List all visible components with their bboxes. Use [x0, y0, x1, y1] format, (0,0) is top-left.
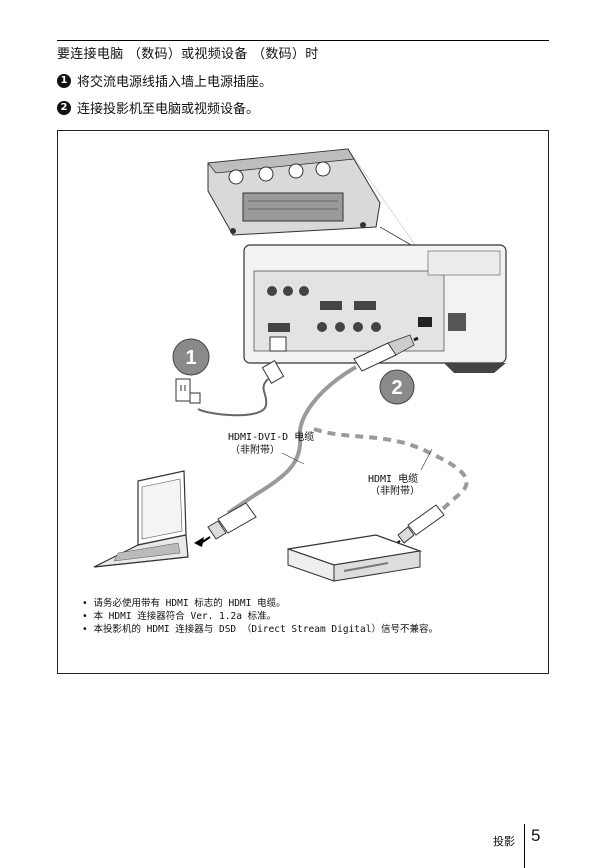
step-1-number: 1: [57, 73, 71, 88]
laptop-illustration: [93, 470, 189, 568]
step-2: 2 连接投影机至电脑或视频设备。: [57, 98, 259, 117]
notes-list: • 请务必使用带有 HDMI 标志的 HDMI 电缆。 • 本 HDMI 连接器…: [82, 597, 438, 636]
wall-outlet-icon: [175, 378, 201, 404]
step-1-badge: 1: [172, 338, 210, 376]
hdmi-cable-note: （非附带）: [370, 484, 420, 497]
page-number: 5: [531, 826, 541, 845]
note-item: • 本投影机的 HDMI 连接器与 DSD （Direct Stream Dig…: [82, 624, 438, 635]
section-heading: 要连接电脑 （数码）或视频设备 （数码）时: [57, 47, 319, 62]
badge-2-number: 2: [391, 377, 402, 399]
step-2-text: 连接投影机至电脑或视频设备。: [77, 102, 260, 117]
step-2-number: 2: [57, 100, 71, 115]
footer-section-label: 投影: [493, 835, 515, 848]
top-rule: [57, 40, 549, 41]
step-2-badge: 2: [379, 369, 415, 405]
hdmi-cable-label: HDMI 电缆: [368, 472, 418, 485]
projector-illustration: [207, 148, 381, 236]
note-item: • 请务必使用带有 HDMI 标志的 HDMI 电缆。: [82, 598, 286, 609]
hdmi-dvi-cable-note: （非附带）: [230, 443, 280, 456]
step-1: 1 将交流电源线插入墙上电源插座。: [57, 71, 272, 90]
note-item: • 本 HDMI 连接器符合 Ver. 1.2a 标准。: [82, 611, 277, 622]
connector-panel-zoom: [243, 244, 507, 373]
video-device-illustration: [287, 534, 423, 582]
badge-1-number: 1: [185, 347, 196, 369]
connection-illustration: 1 2 HDMI-DVI-D 电缆 （非附带） HDMI 电缆 （非附带）: [93, 148, 507, 582]
illustration-frame: 1 2 HDMI-DVI-D 电缆 （非附带） HDMI 电缆 （非附带）: [57, 130, 549, 674]
step-1-text: 将交流电源线插入墙上电源插座。: [77, 75, 273, 90]
hdmi-dvi-cable-label: HDMI-DVI-D 电缆: [228, 430, 314, 443]
footer-rule: [524, 824, 525, 868]
